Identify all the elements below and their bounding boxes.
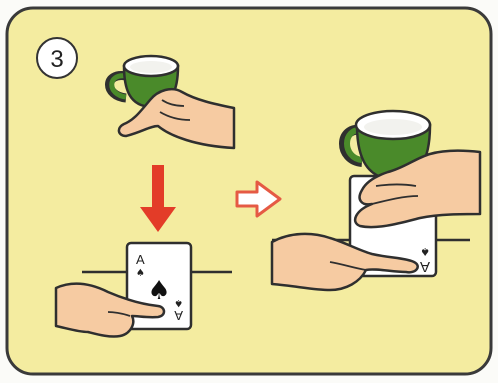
card-suit-corner-right: ♠ [420, 245, 430, 258]
card-suit-bottom: ♠ [174, 297, 183, 308]
card-suit-center: ♠ [147, 276, 170, 306]
card-rank-corner-right: A [420, 258, 430, 275]
card-rank-bottom: A [174, 308, 183, 323]
step-number: 3 [50, 46, 63, 73]
card-suit-top: ♠ [136, 268, 145, 279]
card-rank-top: A [136, 252, 145, 267]
step-badge: 3 [37, 38, 77, 78]
